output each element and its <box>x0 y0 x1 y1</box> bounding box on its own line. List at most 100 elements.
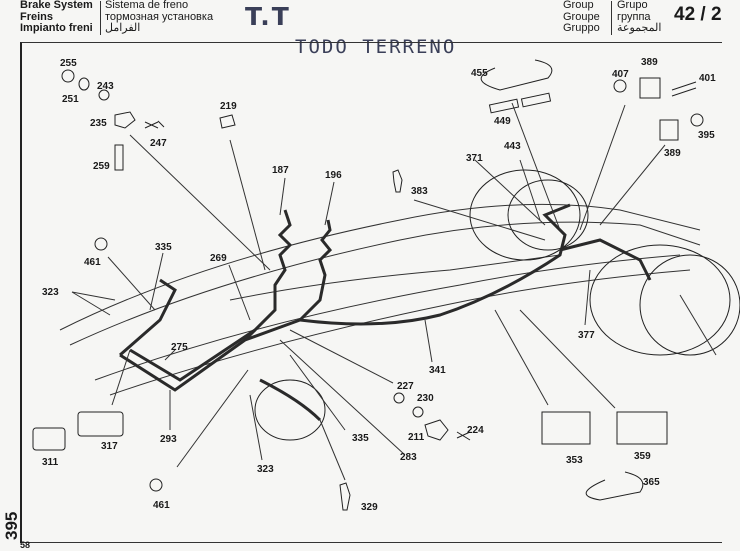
part-label: 353 <box>566 455 583 466</box>
rear-drum-left <box>469 169 581 261</box>
part-label: 227 <box>397 381 414 392</box>
part-317-grommet <box>77 411 124 437</box>
part-label: 341 <box>429 365 446 376</box>
chassis-frame <box>59 203 701 396</box>
part-label: 259 <box>93 161 110 172</box>
part-label: 247 <box>150 138 167 149</box>
part-label: 395 <box>698 130 715 141</box>
part-219-clip <box>219 114 236 129</box>
section-title-en: Brake System <box>20 0 93 11</box>
part-label: 211 <box>408 432 425 443</box>
group-label-ar: المجموعة <box>617 22 662 34</box>
part-395-nut <box>690 113 704 127</box>
part-label: 219 <box>220 101 237 112</box>
stamp-todo-terreno: TODO TERRENO <box>295 36 457 58</box>
part-label: 407 <box>612 69 629 80</box>
part-461-grommet <box>94 237 108 251</box>
section-title-block: Brake System Freins Impianto freni <box>20 0 93 35</box>
part-247-bolt <box>144 120 165 129</box>
part-label: 461 <box>84 257 101 268</box>
part-label: 269 <box>210 253 227 264</box>
part-label: 443 <box>504 141 521 152</box>
part-label: 196 <box>325 170 342 181</box>
part-227-nut <box>393 392 405 404</box>
part-label: 323 <box>257 464 274 475</box>
group-code: 42 / 2 <box>674 4 722 25</box>
part-label: 230 <box>417 393 434 404</box>
part-label: 389 <box>641 57 658 68</box>
part-235-tee <box>114 111 136 129</box>
group-label-es: Grupo <box>617 0 648 11</box>
part-329-clip <box>339 482 351 511</box>
group-title-block-2: Grupo группа المجموعة <box>617 0 661 35</box>
diagram-frame <box>20 42 722 543</box>
group-label-it: Gruppo <box>563 22 600 34</box>
part-label: 243 <box>97 81 114 92</box>
part-label: 187 <box>272 165 289 176</box>
part-449-sleeve <box>488 98 520 114</box>
part-365-strap <box>585 471 644 501</box>
part-label: 323 <box>42 287 59 298</box>
part-label: 449 <box>494 116 511 127</box>
group-label-fr: Groupe <box>563 10 600 23</box>
small-parts <box>32 59 704 511</box>
part-label: 461 <box>153 500 170 511</box>
part-label: 293 <box>160 434 177 445</box>
section-title-ru: тормозная установка <box>105 10 214 23</box>
page-number: 58 <box>20 540 31 550</box>
part-389-clamp-2 <box>659 119 679 141</box>
part-label: 235 <box>90 118 107 129</box>
part-407-nut <box>613 79 627 93</box>
part-label: 401 <box>699 73 716 84</box>
part-311-grommet <box>32 427 66 451</box>
part-label: 371 <box>466 153 483 164</box>
part-label: 224 <box>467 425 484 436</box>
part-label: 251 <box>62 94 79 105</box>
part-259-fitting <box>114 144 124 171</box>
group-label-ru: группа <box>617 10 651 23</box>
brake-pipes <box>119 203 652 422</box>
part-389-clamp <box>639 77 661 99</box>
stamp-tt: T.T <box>245 2 291 31</box>
part-label: 335 <box>352 433 369 444</box>
part-label: 317 <box>101 441 118 452</box>
part-230-washer <box>412 406 424 418</box>
rear-drum-left-inner <box>507 179 589 251</box>
part-449-sleeve-2 <box>520 92 552 108</box>
part-224-bolt <box>456 431 471 441</box>
part-383-clip <box>392 169 403 193</box>
part-label: 365 <box>643 477 660 488</box>
part-455-strap <box>480 59 553 91</box>
part-label: 389 <box>664 148 681 159</box>
section-title-block-2: Sistema de freno тормозная установка الف… <box>105 0 213 35</box>
part-label: 359 <box>634 451 651 462</box>
part-label: 335 <box>155 242 172 253</box>
part-label: 311 <box>42 457 59 468</box>
part-label: 275 <box>171 342 188 353</box>
group-divider <box>611 1 612 35</box>
header-divider <box>100 1 101 35</box>
section-title-es: Sistema de freno <box>105 0 189 11</box>
group-title-block: Group Groupe Gruppo <box>563 0 600 35</box>
leader-lines <box>71 102 717 481</box>
part-255-nut <box>61 69 75 83</box>
front-drum <box>254 379 326 441</box>
rear-drum-right-inner <box>639 254 740 356</box>
part-251-washer <box>78 77 90 91</box>
part-461-grommet-2 <box>149 478 163 492</box>
part-label: 283 <box>400 452 417 463</box>
part-353-grommet <box>541 411 591 445</box>
part-label: 255 <box>60 58 77 69</box>
part-211-tee <box>424 419 449 441</box>
part-label: 329 <box>361 502 378 513</box>
part-label: 383 <box>411 186 428 197</box>
side-page-number: 395 <box>2 511 21 540</box>
part-243-cap <box>98 89 110 101</box>
section-title-fr: Freins <box>20 10 54 23</box>
section-title-ar: الفرامل <box>105 22 141 34</box>
part-401-bolt <box>671 81 697 97</box>
part-label: 377 <box>578 330 595 341</box>
rear-drum-right <box>589 244 731 356</box>
part-label: 455 <box>471 68 488 79</box>
